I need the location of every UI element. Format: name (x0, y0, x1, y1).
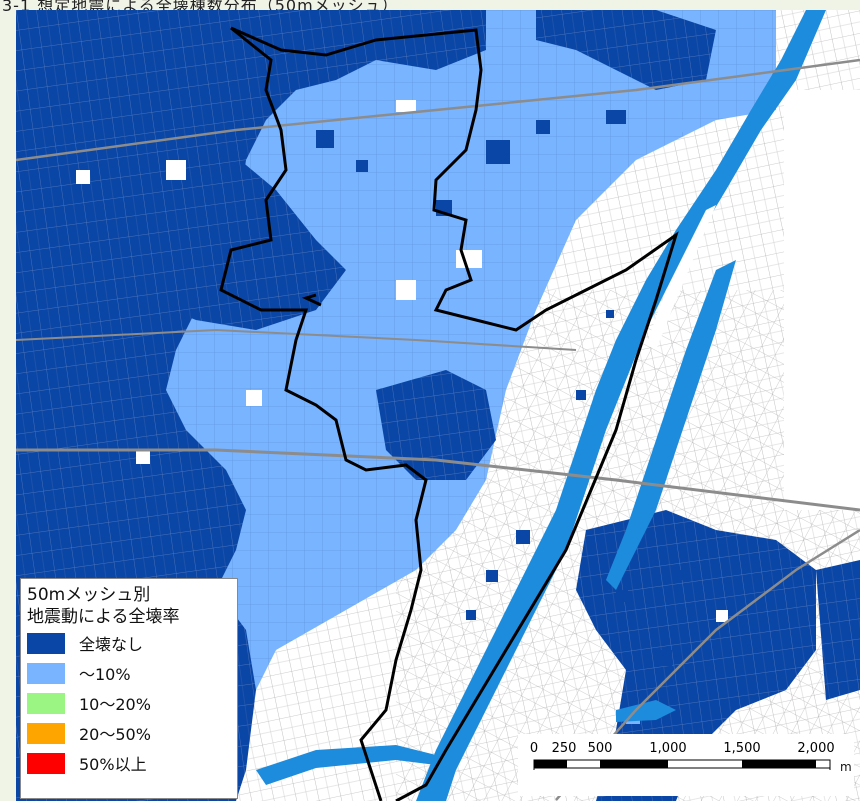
legend-item-no-collapse: 全壊なし (27, 628, 231, 658)
legend-label: 全壊なし (79, 635, 144, 654)
legend-item-10-to-20: 10～20% (27, 688, 231, 718)
scale-bar-segments (533, 759, 831, 770)
legend-item-over-50: 50%以上 (27, 748, 231, 778)
major-roads (16, 58, 860, 801)
unmapped-area (784, 90, 860, 510)
legend-title-line-1: 50mメッシュ別 (27, 585, 151, 605)
scale-tick-2000: 2,000 (797, 741, 834, 756)
district-boundary (219, 26, 679, 801)
legend-item-under-10: ～10% (27, 658, 231, 688)
legend-title-line-2: 地震動による全壊率 (27, 607, 180, 627)
scale-tick-1000: 1,000 (649, 741, 686, 756)
legend-swatch (27, 662, 65, 684)
legend-swatch (27, 632, 65, 654)
legend-label: 20～50% (79, 725, 151, 744)
scale-tick-250: 250 (552, 741, 577, 756)
scale-unit: m (840, 760, 852, 774)
legend-label: 10～20% (79, 695, 151, 714)
scale-tick-0: 0 (530, 741, 538, 756)
scale-bar: 0 250 500 1,000 1,500 2,000 m (518, 734, 854, 796)
river (256, 10, 826, 801)
legend-swatch (27, 692, 65, 714)
legend-swatch (27, 752, 65, 774)
legend-label: ～10% (79, 665, 131, 684)
legend-label: 50%以上 (79, 755, 147, 774)
scale-tick-500: 500 (588, 741, 613, 756)
scale-tick-1500: 1,500 (723, 741, 760, 756)
map-legend: 50mメッシュ別 地震動による全壊率 全壊なし ～10% 10～20% 20～5… (20, 578, 238, 799)
legend-swatch (27, 722, 65, 744)
legend-item-20-to-50: 20～50% (27, 718, 231, 748)
